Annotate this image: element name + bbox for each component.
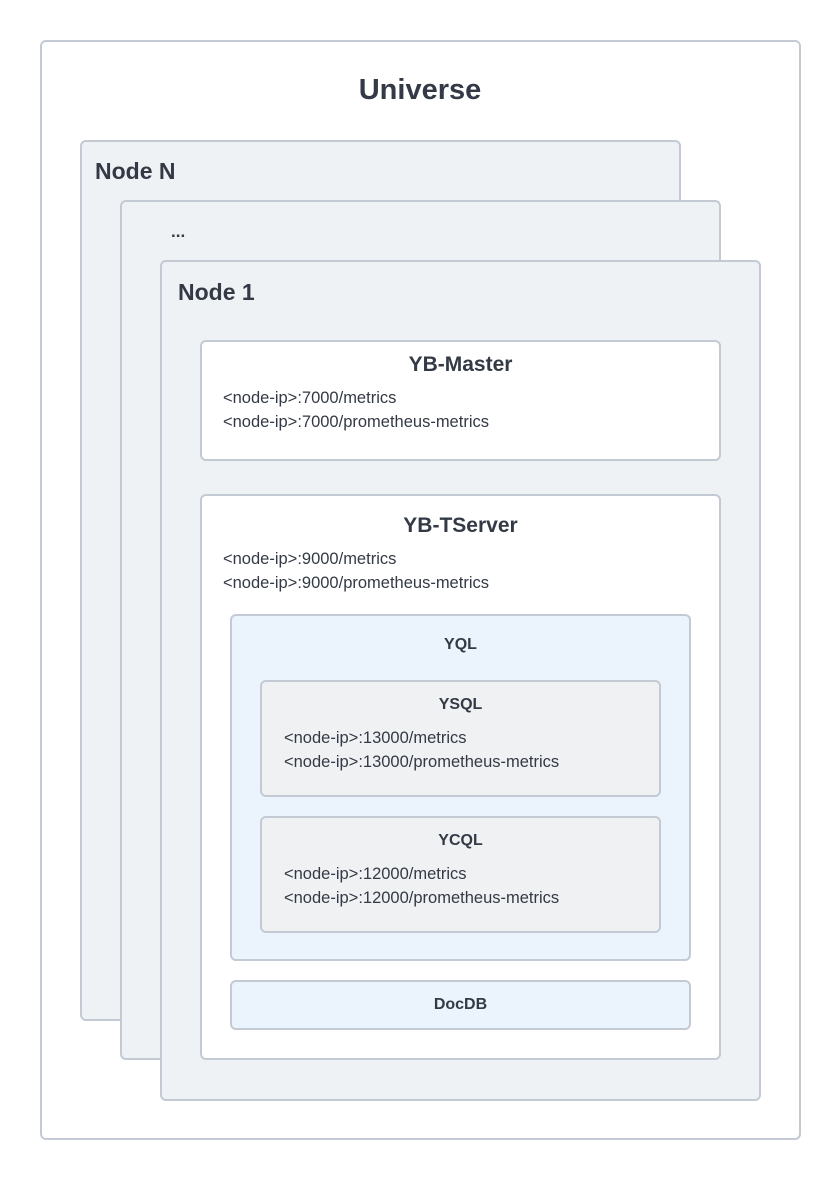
universe-title: Universe [358, 74, 482, 106]
ysql-box [260, 680, 661, 797]
ysql-endpoint: <node-ip>:13000/prometheus-metrics [284, 753, 560, 771]
ycql-endpoint: <node-ip>:12000/metrics [284, 865, 467, 883]
docdb-title: DocDB [433, 996, 488, 1013]
ycql-title: YCQL [438, 832, 483, 849]
docdb-box [230, 980, 691, 1030]
yb-tserver-endpoint: <node-ip>:9000/metrics [223, 550, 397, 568]
yb-master-box [200, 340, 721, 461]
ycql-endpoint: <node-ip>:12000/prometheus-metrics [284, 889, 560, 907]
node-ellipsis-title: ... [171, 222, 186, 241]
node-n-title: Node N [95, 158, 176, 184]
ysql-endpoint: <node-ip>:13000/metrics [284, 729, 467, 747]
yb-master-endpoint: <node-ip>:7000/prometheus-metrics [223, 413, 489, 431]
yb-tserver-endpoint: <node-ip>:9000/prometheus-metrics [223, 574, 489, 592]
node-1-title: Node 1 [178, 279, 255, 305]
yb-tserver-title: YB-TServer [403, 514, 518, 537]
ysql-title: YSQL [438, 696, 483, 713]
yb-master-endpoint: <node-ip>:7000/metrics [223, 389, 397, 407]
ycql-box [260, 816, 661, 933]
yb-master-title: YB-Master [408, 353, 513, 376]
yql-title: YQL [444, 636, 477, 653]
